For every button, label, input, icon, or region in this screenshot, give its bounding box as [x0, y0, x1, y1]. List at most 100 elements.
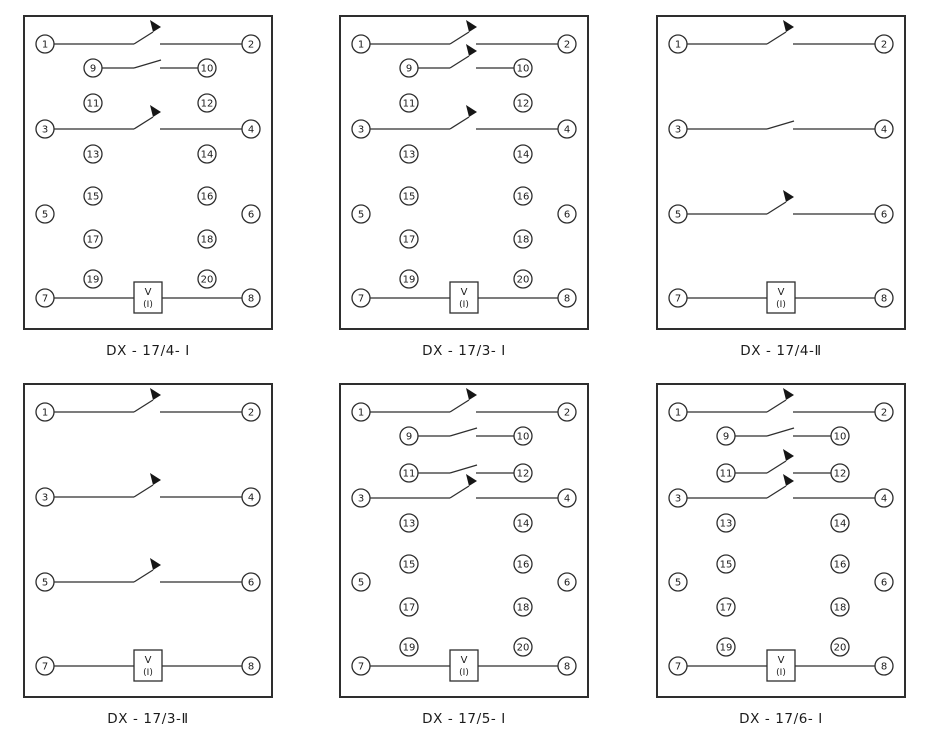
- terminal-number: 3: [358, 494, 364, 505]
- terminal-circle: [557, 119, 577, 139]
- terminal-circle: [513, 229, 533, 249]
- terminal-number: 6: [248, 578, 254, 589]
- terminal-number: 13: [87, 150, 100, 161]
- diagram-caption: DX - 17/4- Ⅰ: [106, 343, 190, 359]
- terminal-number: 5: [358, 578, 364, 589]
- terminal-number: 14: [517, 150, 530, 161]
- terminal-circle: [351, 402, 371, 422]
- terminal-circle: [35, 119, 55, 139]
- terminal-number: 7: [358, 294, 364, 305]
- terminal-circle: [35, 288, 55, 308]
- terminal-number: 7: [42, 662, 48, 673]
- terminal-circle: [83, 144, 103, 164]
- terminal-circle: [399, 426, 419, 446]
- terminal-number: 14: [834, 519, 847, 530]
- terminal-circle: [557, 656, 577, 676]
- diagram-caption: DX - 17/3-Ⅱ: [107, 711, 189, 727]
- terminal-circle: [35, 487, 55, 507]
- terminal-number: 11: [720, 469, 733, 480]
- contact-arm: [449, 399, 470, 413]
- terminal-circle: [513, 426, 533, 446]
- meter-label-v: V: [778, 287, 785, 298]
- terminal-circle: [83, 229, 103, 249]
- terminal-circle: [830, 513, 850, 533]
- terminal-number: 2: [881, 408, 887, 419]
- contact-arm: [133, 399, 154, 413]
- terminal-number: 8: [881, 662, 887, 673]
- flag-icon: [783, 190, 794, 202]
- terminal-number: 1: [42, 408, 48, 419]
- terminal-number: 2: [248, 408, 254, 419]
- terminal-number: 3: [675, 494, 681, 505]
- meter-label-v: V: [778, 655, 785, 666]
- terminal-number: 17: [403, 603, 416, 614]
- terminal-number: 8: [564, 662, 570, 673]
- terminal-circle: [716, 513, 736, 533]
- flag-icon: [783, 474, 794, 486]
- terminal-number: 3: [42, 125, 48, 136]
- terminal-number: 1: [675, 408, 681, 419]
- terminal-number: 15: [403, 192, 416, 203]
- terminal-number: 16: [517, 192, 530, 203]
- terminal-number: 5: [42, 578, 48, 589]
- terminal-number: 15: [87, 192, 100, 203]
- terminal-number: 15: [403, 560, 416, 571]
- terminal-number: 17: [87, 235, 100, 246]
- terminal-circle: [351, 656, 371, 676]
- contact-arm: [766, 201, 787, 215]
- flag-icon: [150, 473, 161, 485]
- terminal-number: 18: [201, 235, 214, 246]
- terminal-number: 16: [834, 560, 847, 571]
- terminal-number: 2: [564, 40, 570, 51]
- flag-icon: [783, 449, 794, 461]
- terminal-number: 12: [201, 99, 214, 110]
- contact-arm: [766, 31, 787, 45]
- terminal-circle: [557, 402, 577, 422]
- meter-box: [133, 281, 163, 314]
- terminal-circle: [557, 572, 577, 592]
- terminal-circle: [351, 488, 371, 508]
- flag-icon: [150, 388, 161, 400]
- contact-arm: [449, 464, 478, 474]
- terminal-number: 5: [358, 210, 364, 221]
- terminal-number: 5: [42, 210, 48, 221]
- terminal-number: 2: [881, 40, 887, 51]
- terminal-number: 9: [406, 432, 412, 443]
- terminal-number: 19: [720, 643, 733, 654]
- terminal-circle: [830, 597, 850, 617]
- terminal-number: 13: [403, 519, 416, 530]
- terminal-circle: [513, 637, 533, 657]
- terminal-circle: [513, 58, 533, 78]
- terminal-circle: [83, 269, 103, 289]
- terminal-number: 18: [517, 235, 530, 246]
- diagram-caption: DX - 17/4-Ⅱ: [740, 343, 822, 359]
- terminal-number: 10: [201, 64, 214, 75]
- terminal-circle: [83, 93, 103, 113]
- diagram-caption: DX - 17/3- Ⅰ: [422, 343, 506, 359]
- meter-label-i: (I): [459, 668, 469, 678]
- flag-icon: [466, 474, 477, 486]
- terminal-circle: [716, 637, 736, 657]
- terminal-number: 8: [564, 294, 570, 305]
- terminal-number: 17: [720, 603, 733, 614]
- terminal-number: 4: [564, 125, 570, 136]
- terminal-circle: [197, 93, 217, 113]
- terminal-circle: [874, 656, 894, 676]
- contact-arm: [449, 116, 470, 130]
- terminal-circle: [557, 288, 577, 308]
- contact-arm: [449, 55, 470, 69]
- terminal-circle: [513, 269, 533, 289]
- flag-icon: [150, 105, 161, 117]
- meter-label-i: (I): [459, 300, 469, 310]
- diagram-caption: DX - 17/5- Ⅰ: [422, 711, 506, 727]
- terminal-circle: [35, 656, 55, 676]
- terminal-number: 11: [403, 469, 416, 480]
- terminal-circle: [874, 402, 894, 422]
